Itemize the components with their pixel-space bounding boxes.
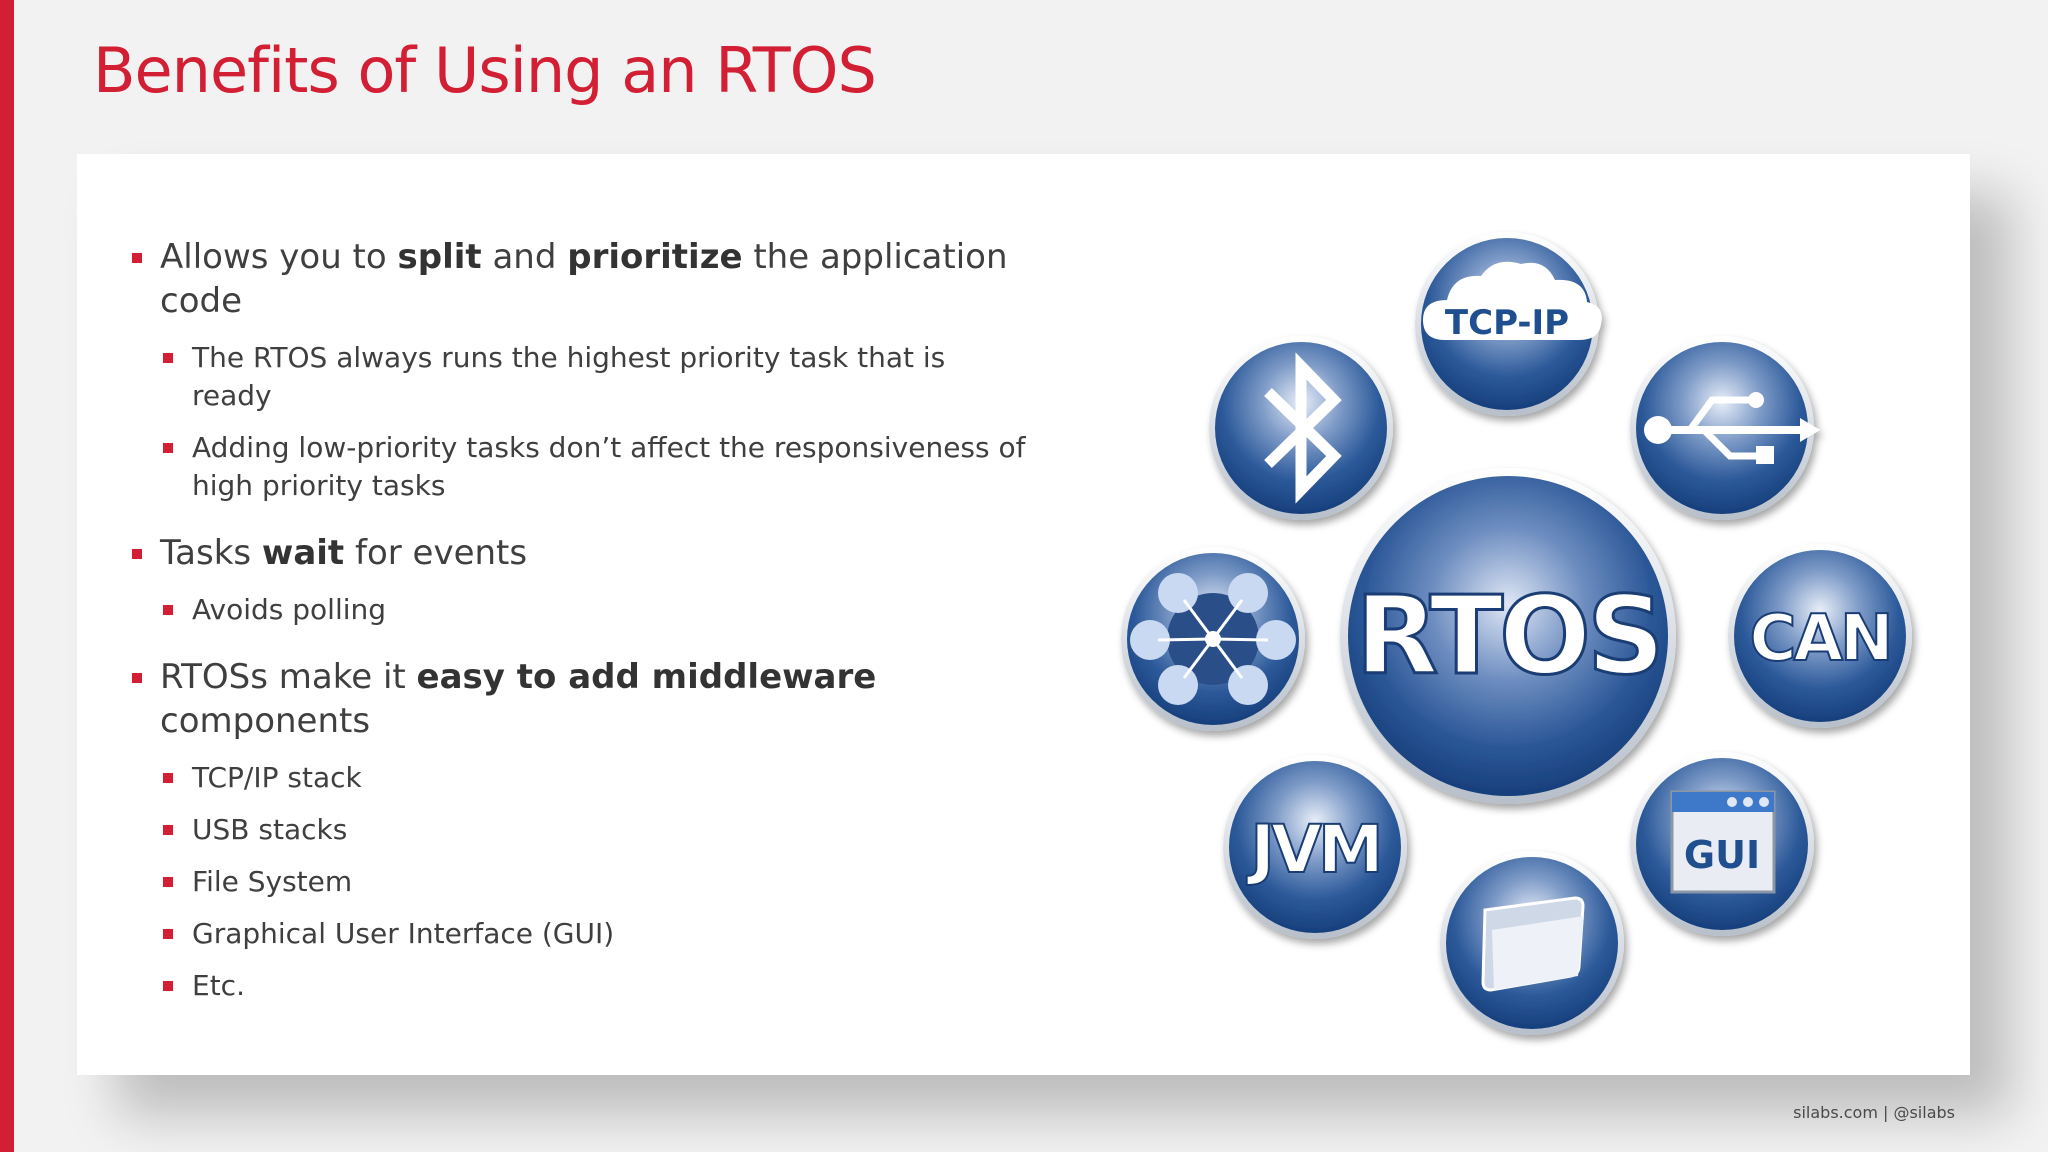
bullet-text: the application code: [160, 237, 1008, 321]
sub-bullet-highest-priority: The RTOS always runs the highest priorit…: [130, 339, 1030, 415]
sub-bullet-etc: Etc.: [130, 967, 1030, 1005]
network-hub-icon: [1121, 547, 1305, 731]
bullet-text: Tasks: [160, 533, 262, 573]
bullet-text: Allows you to: [160, 237, 398, 277]
bluetooth-icon: [1209, 336, 1393, 520]
bullet-bold: split: [397, 237, 482, 277]
rtos-middleware-diagram: RTOS TCP-IP CAN GUI: [1121, 232, 1912, 1035]
sub-bullet-line: Adding low-priority tasks don’t affect t…: [192, 431, 1026, 464]
accent-bar: [0, 0, 14, 1152]
bullet-text: components: [160, 701, 371, 741]
bullet-text: RTOSs make it: [160, 657, 417, 697]
can-icon: [1728, 544, 1912, 728]
bullet-tasks-wait: Tasks wait for events: [130, 531, 1030, 575]
rtos-center-circle: [1340, 468, 1676, 804]
sub-bullet-low-priority: Adding low-priority tasks don’t affect t…: [130, 429, 1030, 505]
sub-bullet-gui: Graphical User Interface (GUI): [130, 915, 1030, 953]
bullet-bold: wait: [261, 533, 345, 573]
usb-icon: [1630, 336, 1820, 520]
bullet-bold: easy to add middleware: [416, 657, 877, 697]
jvm-label: JVM: [1246, 811, 1379, 888]
slide-title: Benefits of Using an RTOS: [93, 34, 877, 107]
folder-icon: [1440, 851, 1624, 1035]
can-label: CAN: [1749, 602, 1890, 676]
gui-window-icon: [1630, 752, 1814, 936]
tcp-ip-label: TCP-IP: [1445, 303, 1569, 343]
bullet-bold: prioritize: [567, 237, 743, 277]
bullet-split-prioritize: Allows you to split and prioritize the a…: [130, 235, 1030, 323]
sub-bullet-avoids-polling: Avoids polling: [130, 591, 1030, 629]
bullet-text: and: [481, 237, 568, 277]
rtos-center-label: RTOS: [1355, 574, 1661, 699]
sub-bullet-tcpip: TCP/IP stack: [130, 759, 1030, 797]
sub-bullet-line: high priority tasks: [192, 469, 446, 502]
footer-text: silabs.com | @silabs: [1793, 1103, 1955, 1122]
tcp-ip-cloud-icon: [1415, 232, 1602, 416]
sub-bullet-file-system: File System: [130, 863, 1030, 901]
sub-bullet-usb: USB stacks: [130, 811, 1030, 849]
gui-label: GUI: [1684, 833, 1760, 877]
jvm-icon: [1223, 755, 1407, 939]
bullet-text: for events: [344, 533, 528, 573]
bullet-middleware: RTOSs make it easy to add middleware com…: [130, 655, 1030, 743]
bullet-list: Allows you to split and prioritize the a…: [130, 235, 1030, 1019]
